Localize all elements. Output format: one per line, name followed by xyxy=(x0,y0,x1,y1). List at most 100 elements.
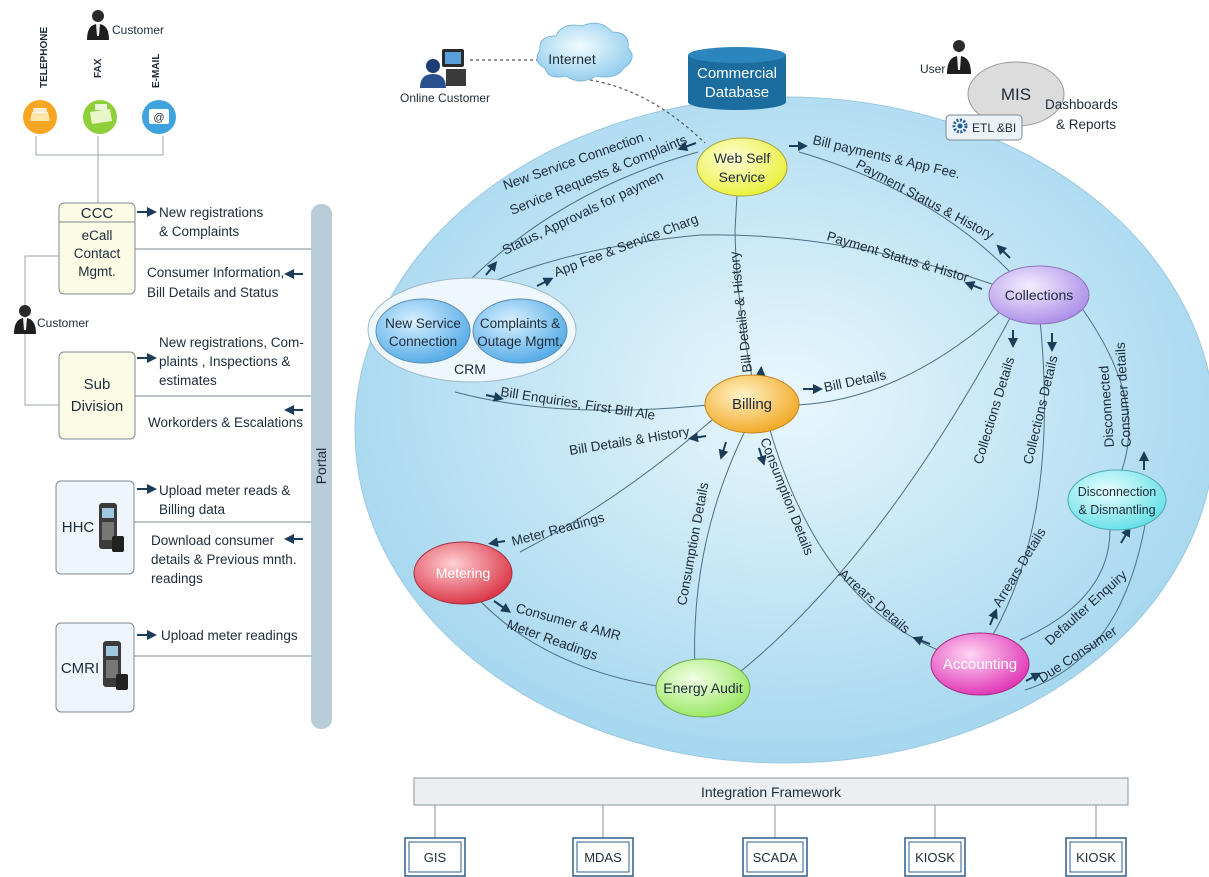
system-kiosk-1-label: KIOSK xyxy=(915,850,955,865)
online-customer-label: Online Customer xyxy=(400,91,490,105)
internet-cloud-icon xyxy=(536,22,633,82)
bottom-systems: GIS MDAS SCADA KIOSK KIOSK xyxy=(404,805,1127,877)
web-self-service-line-1: Web Self xyxy=(714,150,771,166)
new-service-line-1: New Service xyxy=(385,316,461,331)
hhc-out-line-2: details & Previous mnth. xyxy=(151,552,297,567)
customer-top-label: Customer xyxy=(112,23,164,37)
channel-label-telephone: TELEPHONE xyxy=(39,27,50,88)
crm-group: New Service Connection Complaints & Outa… xyxy=(367,277,577,383)
system-box-kiosk-2: KIOSK xyxy=(1065,837,1127,877)
system-box-scada: SCADA xyxy=(742,837,808,877)
flow-arrows xyxy=(485,141,1149,682)
svg-text:@: @ xyxy=(153,112,164,124)
etl-box: ETL &BI xyxy=(945,114,1023,141)
collections-node: Collections xyxy=(988,265,1090,325)
integration-framework: Integration Framework xyxy=(413,777,1129,806)
billing-node: Billing xyxy=(704,374,800,434)
email-icon: @ xyxy=(142,100,176,134)
portal-bar: Portal xyxy=(311,204,332,729)
portal-label: Portal xyxy=(313,448,329,485)
system-scada-label: SCADA xyxy=(753,850,798,865)
system-box-mdas: MDAS xyxy=(572,837,634,877)
disconnection-line-2: & Dismantling xyxy=(1078,503,1155,517)
web-self-service-node: Web Self Service xyxy=(696,137,788,197)
complaints-line-1: Complaints & xyxy=(480,316,560,331)
etl-label: ETL &BI xyxy=(972,121,1016,135)
metering-label: Metering xyxy=(436,565,490,581)
sub-division-line-1: Sub xyxy=(84,376,111,393)
hhc-out-line-3: readings xyxy=(151,571,203,586)
web-self-service-line-2: Service xyxy=(719,169,766,185)
mis-node: MIS xyxy=(967,61,1065,127)
customer-mid-label: Customer xyxy=(37,316,89,330)
ccc-out-line-2: Bill Details and Status xyxy=(147,285,279,300)
dashboards-line-2: & Reports xyxy=(1056,117,1116,132)
ccc-title: CCC xyxy=(81,205,114,222)
crm-label: CRM xyxy=(454,361,486,377)
system-box-kiosk-1: KIOSK xyxy=(904,837,966,877)
system-ellipse xyxy=(354,96,1209,764)
system-box-gis: GIS xyxy=(404,837,466,877)
customer-mid-icon xyxy=(14,305,36,334)
hhc-label: HHC xyxy=(62,519,95,536)
top-items: Online Customer Internet Commercial Data… xyxy=(400,22,1118,144)
cmri-box: CMRI xyxy=(55,622,135,713)
hhc-box: HHC xyxy=(55,480,135,575)
customer-icon xyxy=(87,10,109,40)
user-label: User xyxy=(920,62,945,76)
hhc-in-line-1: Upload meter reads & xyxy=(159,483,290,498)
sub-in-line-3: estimates xyxy=(159,373,217,388)
cmri-label: CMRI xyxy=(61,660,99,677)
online-customer-icon xyxy=(420,49,466,88)
left-panel: TELEPHONE FAX E-MAIL Customer @ xyxy=(14,10,332,729)
new-service-line-2: Connection xyxy=(389,334,457,349)
accounting-node: Accounting xyxy=(930,632,1030,696)
cmri-in-line-1: Upload meter readings xyxy=(161,628,298,643)
ccc-out-line-1: Consumer Information, xyxy=(147,265,284,280)
sub-in-line-1: New registrations, Com- xyxy=(159,335,304,350)
flow-label-disconnected-2: Consumer details xyxy=(1113,342,1134,448)
connector-curves xyxy=(454,151,1146,691)
accounting-label: Accounting xyxy=(943,656,1017,673)
energy-audit-label: Energy Audit xyxy=(663,680,742,696)
database-icon xyxy=(688,47,786,110)
system-mdas-label: MDAS xyxy=(584,850,622,865)
cmri-device-icon xyxy=(103,641,128,690)
metering-node: Metering xyxy=(413,541,513,605)
disconnection-line-1: Disconnection xyxy=(1078,485,1157,499)
energy-audit-node: Energy Audit xyxy=(655,658,751,718)
handheld-device-icon xyxy=(99,503,124,552)
hhc-out-line-1: Download consumer xyxy=(151,533,275,548)
dashboards-line-1: Dashboards xyxy=(1045,97,1118,112)
hhc-in-line-2: Billing data xyxy=(159,502,226,517)
mis-label: MIS xyxy=(1001,85,1031,104)
complaints-outage-node xyxy=(472,298,568,364)
database-line-2: Database xyxy=(705,84,769,101)
ccc-line-3: Mgmt. xyxy=(78,264,116,279)
complaints-line-2: Outage Mgmt. xyxy=(477,334,563,349)
sub-in-line-2: plaints , Inspections & xyxy=(159,354,290,369)
new-service-connection-node xyxy=(375,298,471,364)
channel-label-fax: FAX xyxy=(93,58,104,78)
ccc-in-line-2: & Complaints xyxy=(159,224,240,239)
sub-division-line-2: Division xyxy=(71,398,124,415)
user-icon xyxy=(947,40,971,74)
ccc-box: CCC eCall Contact Mgmt. xyxy=(58,202,136,295)
sub-division-box: Sub Division xyxy=(58,351,136,440)
gear-icon xyxy=(952,118,968,134)
database-line-1: Commercial xyxy=(697,65,777,82)
ccc-line-1: eCall xyxy=(82,228,113,243)
ccc-line-2: Contact xyxy=(74,246,121,261)
billing-label: Billing xyxy=(732,396,772,413)
sub-out-line-1: Workorders & Escalations xyxy=(148,415,303,430)
flow-label-disconnected-1: Disconnected xyxy=(1096,365,1117,448)
fax-icon xyxy=(83,100,117,134)
system-gis-label: GIS xyxy=(424,850,447,865)
collections-label: Collections xyxy=(1005,287,1073,303)
system-kiosk-2-label: KIOSK xyxy=(1076,850,1116,865)
disconnection-node: Disconnection & Dismantling xyxy=(1067,469,1167,531)
ccc-in-line-1: New registrations xyxy=(159,205,264,220)
integration-label: Integration Framework xyxy=(701,784,842,800)
internet-label: Internet xyxy=(548,51,596,67)
